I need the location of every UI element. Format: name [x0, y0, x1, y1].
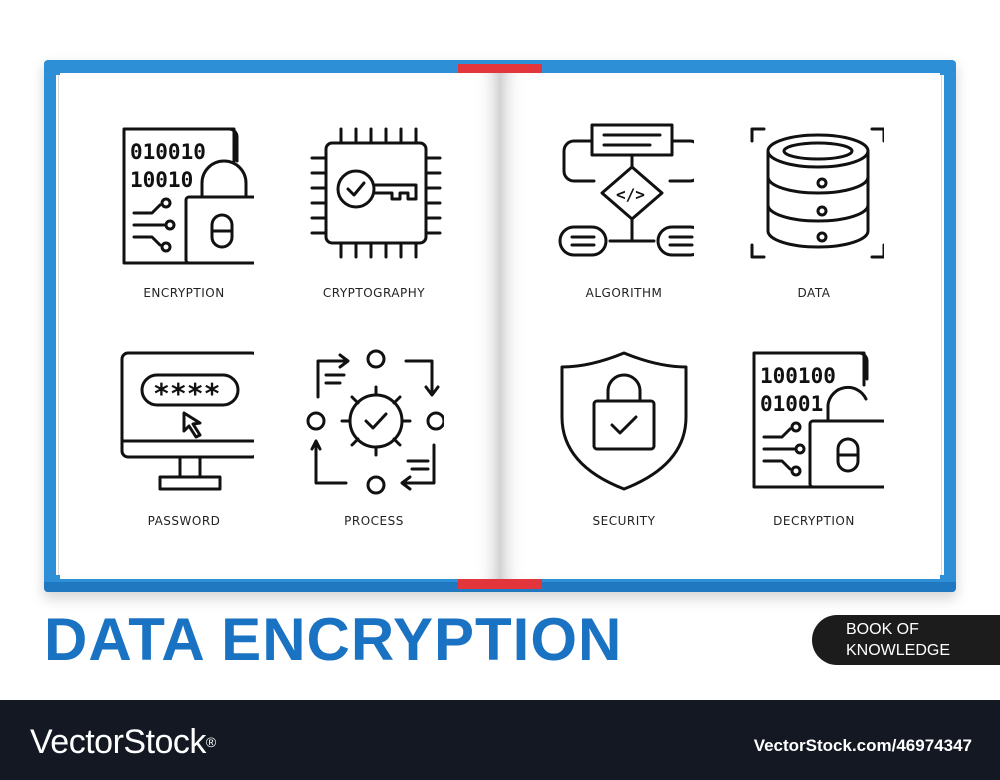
security-shield-icon — [560, 351, 688, 491]
icon-cell-security: SECURITY — [544, 349, 704, 539]
process-gear-icon — [306, 349, 444, 495]
icon-cell-encryption: 010010 10010 ENCRYPTION — [104, 121, 264, 311]
badge-line-2: KNOWLEDGE — [846, 642, 951, 659]
icon-label: SECURITY — [592, 514, 656, 528]
svg-text:010010: 010010 — [130, 140, 206, 164]
svg-text:</>: </> — [616, 185, 645, 204]
icon-cell-cryptography: CRYPTOGRAPHY — [294, 121, 454, 311]
svg-text:10010: 10010 — [130, 168, 193, 192]
password-monitor-icon: **** — [120, 351, 254, 491]
page-title: DATA ENCRYPTION — [44, 606, 623, 673]
icon-cell-data: DATA — [734, 121, 894, 311]
icon-cell-decryption: 100100 01001 DECRYPTION — [734, 349, 894, 539]
icon-label: ALGORITHM — [585, 286, 663, 300]
icon-label: DECRYPTION — [773, 514, 855, 528]
icon-label: PASSWORD — [147, 514, 221, 528]
cryptography-chip-icon — [310, 127, 442, 259]
svg-text:****: **** — [153, 377, 220, 410]
icon-cell-password: **** PASSWORD — [104, 349, 264, 539]
icon-cell-process: PROCESS — [294, 349, 454, 539]
brand-logo: VectorStock® — [30, 722, 216, 762]
svg-text:01001: 01001 — [760, 392, 823, 416]
icon-label: PROCESS — [344, 514, 404, 528]
encryption-icon: 010010 10010 — [122, 127, 254, 265]
right-page: </> ALGORITHM DATA SECURITY — [500, 73, 940, 579]
book-of-knowledge-badge: BOOK OF KNOWLEDGE — [812, 615, 1000, 665]
brand-name: VectorStock — [30, 723, 206, 761]
icon-cell-algorithm: </> ALGORITHM — [544, 121, 704, 311]
icon-label: DATA — [797, 286, 831, 300]
decryption-icon: 100100 01001 — [752, 351, 884, 489]
icon-label: CRYPTOGRAPHY — [322, 286, 426, 300]
database-icon — [750, 127, 884, 259]
algorithm-flowchart-icon: </> — [558, 123, 694, 257]
badge-line-1: BOOK OF — [846, 621, 919, 638]
footer-bar: VectorStock® VectorStock.com/46974347 — [0, 700, 1000, 780]
bookmark-ribbon-bottom — [458, 579, 542, 589]
bookmark-ribbon-top — [458, 64, 542, 74]
svg-text:100100: 100100 — [760, 364, 836, 388]
registered-mark: ® — [205, 734, 216, 750]
icon-label: ENCRYPTION — [143, 286, 225, 300]
left-page: 010010 10010 ENCRYPTION CRYPTOGRAPHY — [60, 73, 500, 579]
image-id: VectorStock.com/46974347 — [753, 736, 972, 755]
